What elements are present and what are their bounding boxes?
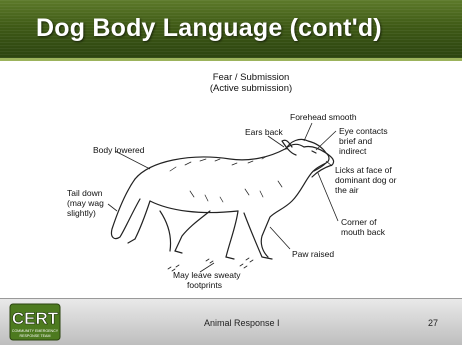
leader-tail: [108, 204, 117, 211]
label-eye-line1: Eye contacts: [339, 126, 388, 136]
label-paw: Paw raised: [292, 249, 334, 259]
label-sweat-line2: footprints: [173, 280, 241, 290]
cert-logo-text: CERT: [12, 309, 59, 328]
cert-logo-subtext-1: COMMUNITY EMERGENCY: [12, 329, 59, 333]
leader-paw: [270, 227, 290, 249]
leader-ears: [268, 136, 284, 147]
dog-eye-outline: [312, 151, 316, 153]
figure-heading-line1: Fear / Submission: [196, 72, 306, 83]
cert-logo-subtext-2: RESPONSE TEAM: [20, 334, 51, 338]
dog-tail-outline: [111, 179, 140, 239]
label-body-lowered: Body lowered: [93, 145, 145, 155]
label-sweaty: May leave sweaty footprints: [173, 270, 241, 290]
dog-belly-outline: [150, 201, 238, 213]
cert-logo: CERT COMMUNITY EMERGENCY RESPONSE TEAM: [9, 303, 61, 341]
label-forehead: Forehead smooth: [290, 112, 357, 122]
label-corner-line2: mouth back: [341, 227, 385, 237]
label-licks-line1: Licks at face of: [335, 165, 396, 175]
label-eye-contacts: Eye contacts brief and indirect: [339, 126, 388, 156]
label-ears: Ears back: [245, 127, 283, 137]
figure-heading-line2: (Active submission): [196, 83, 306, 94]
dog-fur-texture: [170, 156, 282, 202]
slide-title: Dog Body Language (cont'd): [36, 14, 382, 43]
label-sweat-line1: May leave sweaty: [173, 270, 241, 280]
footer-course-name: Animal Response I: [204, 318, 280, 328]
label-corner-mouth: Corner of mouth back: [341, 217, 385, 237]
leader-eyes: [316, 131, 336, 150]
label-licks: Licks at face of dominant dog or the air: [335, 165, 396, 195]
leader-forehead: [304, 123, 312, 141]
label-corner-line1: Corner of: [341, 217, 385, 227]
label-tail-line1: Tail down: [67, 188, 104, 198]
label-eye-line3: indirect: [339, 146, 388, 156]
label-eye-line2: brief and: [339, 136, 388, 146]
dog-ear-outline: [282, 140, 296, 155]
dog-mouth-outline: [314, 163, 326, 171]
label-licks-line3: the air: [335, 185, 396, 195]
leader-licks: [326, 161, 332, 166]
label-tail: Tail down (may wag slightly): [67, 188, 104, 218]
dog-body-outline: [135, 144, 329, 257]
label-tail-line3: slightly): [67, 208, 104, 218]
figure-heading: Fear / Submission (Active submission): [196, 72, 306, 94]
label-licks-line2: dominant dog or: [335, 175, 396, 185]
label-tail-line2: (may wag: [67, 198, 104, 208]
page-number: 27: [428, 318, 438, 328]
